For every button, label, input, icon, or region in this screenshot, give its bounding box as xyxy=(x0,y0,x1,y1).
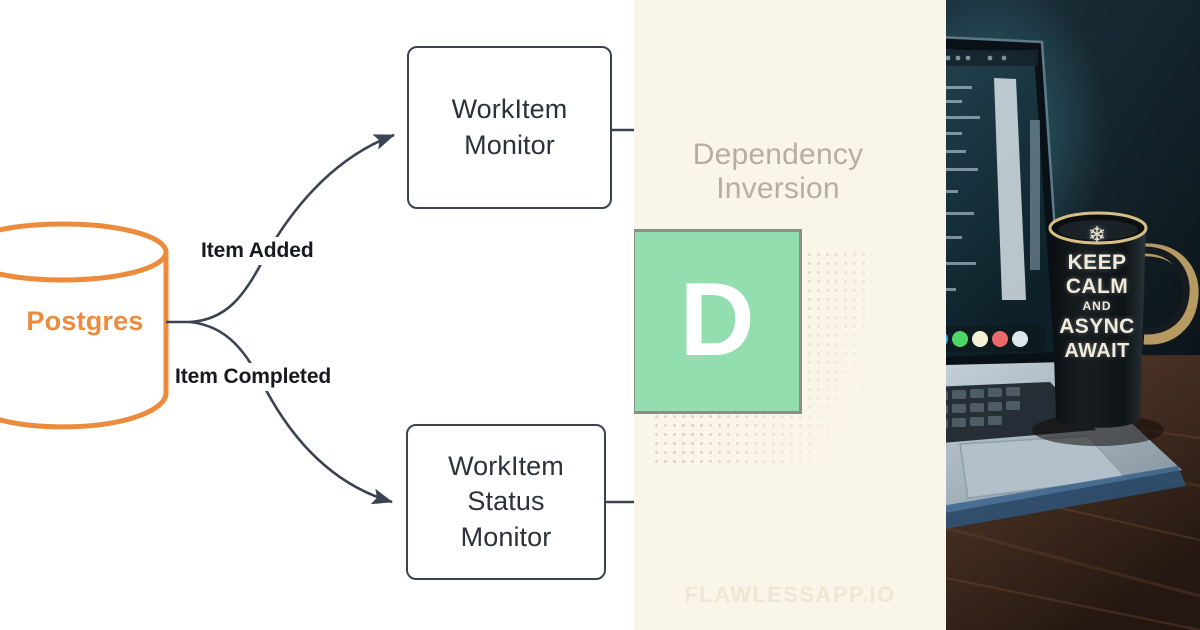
node-workitem-status-monitor-label: WorkItem Status Monitor xyxy=(442,449,570,556)
dependency-inversion-heading-line-1: Dependency xyxy=(692,138,864,171)
node-workitem-monitor-line-1: WorkItem xyxy=(451,93,568,124)
snowflake-icon: ❄ xyxy=(1087,222,1107,247)
flawlessapp-watermark: FLAWLESSAPP.IO xyxy=(684,582,896,607)
letter-tile-d: D xyxy=(634,229,802,414)
dependency-inversion-heading: Dependency Inversion xyxy=(634,138,928,205)
edge-label-item-completed: Item Completed xyxy=(170,363,337,391)
postgres-label: Postgres xyxy=(26,306,144,336)
laptop-screen xyxy=(946,36,1066,372)
laptop-and-mug-photo-panel: ❄ KEEP CALM AND ASYNC AWAIT xyxy=(946,0,1200,630)
coffee-mug xyxy=(1032,211,1199,446)
mug-text-and: AND xyxy=(1082,299,1112,313)
edge-item-completed-path xyxy=(189,320,393,505)
node-workitem-status-monitor-line-3: Monitor xyxy=(460,521,552,552)
mug-text-async: ASYNC xyxy=(1059,315,1135,338)
laptop-dock xyxy=(946,326,1046,352)
mug-text-keep: KEEP xyxy=(1067,251,1127,274)
architecture-flow-diagram-panel: Postgres WorkItem Monitor WorkItem Statu… xyxy=(0,46,634,580)
node-workitem-monitor-line-2: Monitor xyxy=(464,129,555,160)
node-workitem-status-monitor-line-1: WorkItem xyxy=(448,450,564,481)
node-workitem-monitor[interactable]: WorkItem Monitor xyxy=(407,46,612,209)
dependency-inversion-card-panel: Dependency Inversion D FLAWLESSAPP.IO xyxy=(634,0,946,630)
node-workitem-status-monitor[interactable]: WorkItem Status Monitor xyxy=(406,424,606,580)
editor-titlebar-dots xyxy=(946,55,1007,61)
editor-code-lines xyxy=(946,86,980,291)
dependency-inversion-heading-line-2: Inversion xyxy=(716,171,840,205)
mug-text-await: AWAIT xyxy=(1064,340,1130,362)
flow-diagram-svg xyxy=(0,128,634,505)
mug-text-calm: CALM xyxy=(1065,275,1129,298)
photo-illustration-svg xyxy=(946,0,1200,630)
letter-tile-glyph: D xyxy=(679,261,755,378)
mug-body xyxy=(1050,228,1146,428)
node-workitem-status-monitor-line-2: Status xyxy=(467,486,545,517)
edge-label-item-added: Item Added xyxy=(196,237,319,265)
postgres-cylinder-icon xyxy=(0,221,169,430)
node-workitem-monitor-label: WorkItem Monitor xyxy=(446,92,574,163)
edge-item-added-path xyxy=(189,133,395,324)
keyboard-keys xyxy=(946,387,1020,428)
